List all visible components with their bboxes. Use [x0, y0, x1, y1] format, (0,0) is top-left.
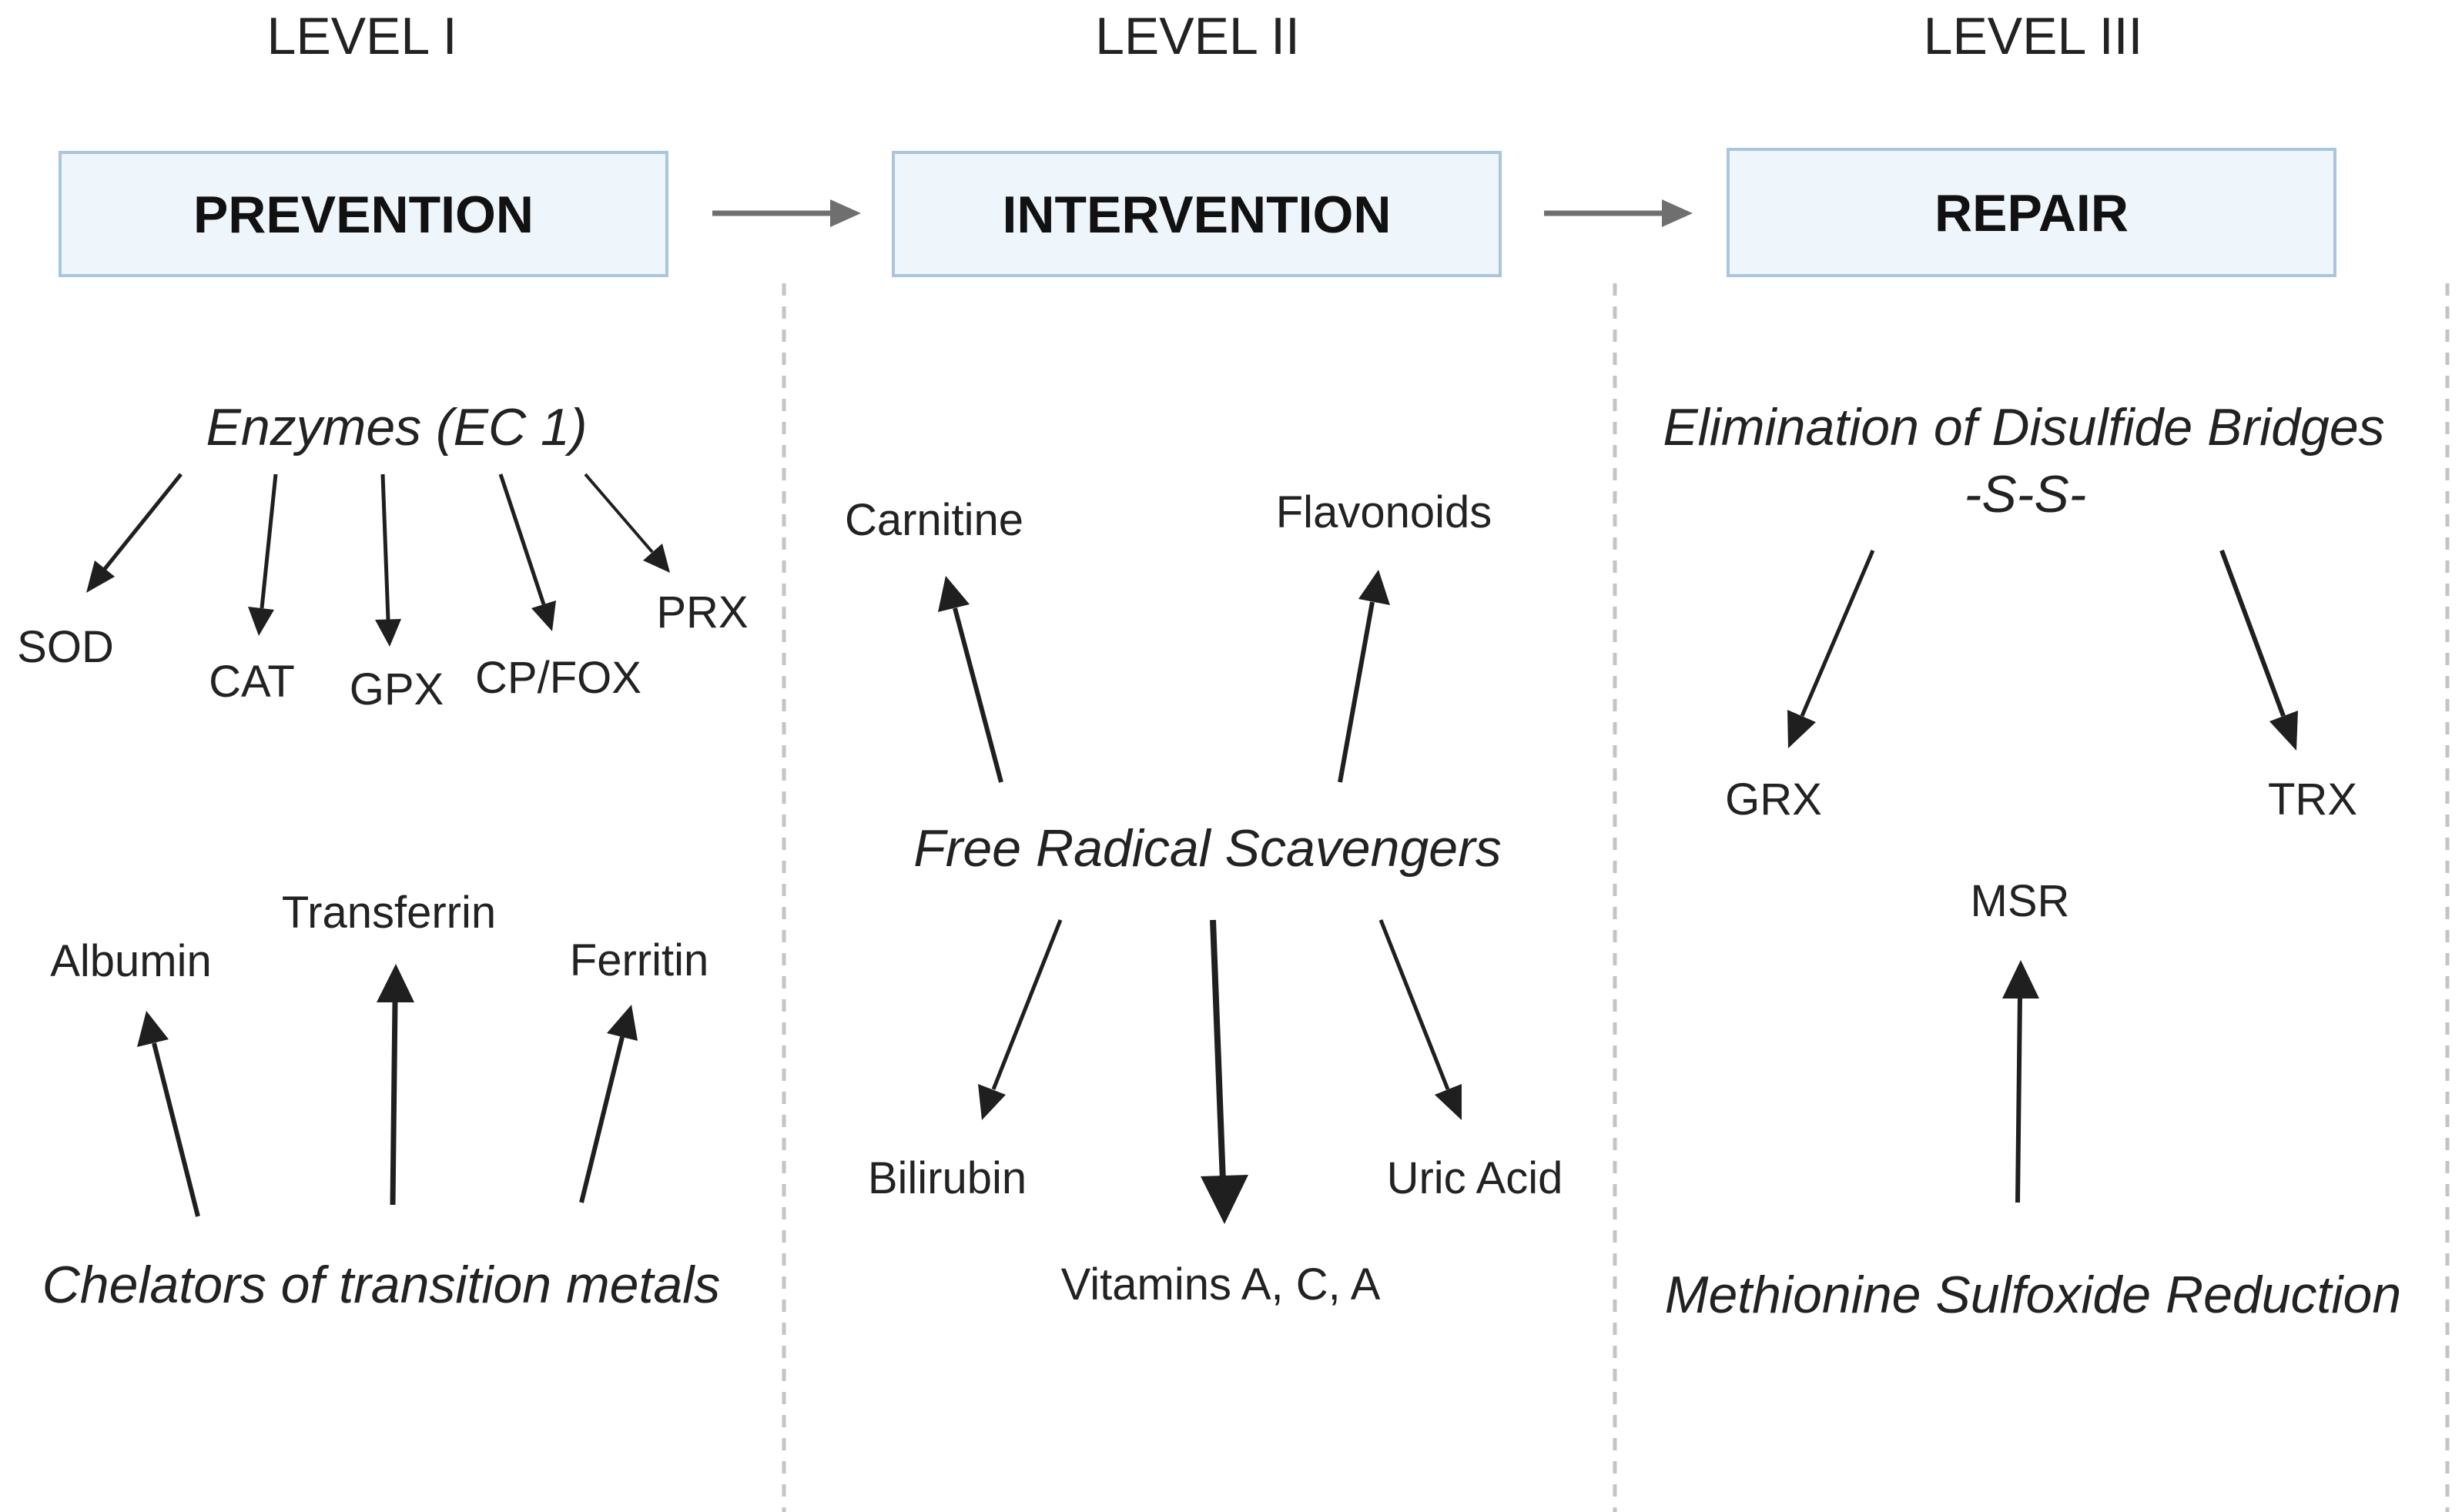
arrow-enzymes-to-sod — [86, 473, 183, 593]
repair-trx: TRX — [2268, 774, 2357, 825]
chelator-ferritin: Ferritin — [570, 935, 708, 985]
disulfide-subtitle: -S-S- — [1965, 465, 2087, 524]
scavenger-carnitine: Carnitine — [845, 495, 1023, 545]
arrow-enzymes-to-prx — [584, 473, 670, 573]
intervention-box-label: INTERVENTION — [1002, 186, 1391, 244]
repair-grx: GRX — [1725, 774, 1822, 825]
arrow-scavengers-to-bilirubin — [978, 919, 1063, 1120]
prevention-box-label: PREVENTION — [193, 186, 534, 244]
enzyme-gpx: GPX — [350, 664, 444, 714]
scavenger-flavonoids: Flavonoids — [1276, 487, 1492, 537]
level-1-label: LEVEL I — [267, 7, 457, 65]
arrow-scavengers-to-flavonoids — [1338, 570, 1390, 783]
intervention-box — [892, 151, 1502, 277]
scavenger-bilirubin: Bilirubin — [868, 1153, 1027, 1203]
enzyme-cat: CAT — [209, 657, 295, 707]
arrow-scavengers-to-carnitine — [938, 576, 1003, 783]
scavengers-title: Free Radical Scavengers — [913, 819, 1501, 878]
arrow-disulfide-to-grx — [1787, 550, 1875, 748]
disulfide-title: Elimination of Disulfide Bridges — [1663, 398, 2384, 457]
prevention-box — [59, 151, 668, 277]
chelator-transferrin: Transferrin — [282, 888, 496, 938]
chelator-albumin: Albumin — [50, 936, 212, 986]
flow-arrow-1 — [712, 199, 861, 227]
arrow-enzymes-to-cpfox — [498, 473, 556, 631]
repair-msr: MSR — [1971, 876, 2070, 926]
enzyme-cpfox: CP/FOX — [475, 653, 641, 703]
methionine-title: Methionine Sulfoxide Reduction — [1665, 1266, 2401, 1324]
arrow-chelators-to-albumin — [137, 1011, 200, 1217]
level-3-label: LEVEL III — [1924, 7, 2143, 65]
enzyme-prx: PRX — [656, 587, 748, 637]
arrow-chelators-to-transferrin — [377, 964, 414, 1206]
enzymes-title: Enzymes (EC 1) — [206, 398, 588, 457]
arrow-disulfide-to-trx — [2219, 549, 2298, 751]
flow-arrow-2 — [1544, 199, 1693, 227]
arrow-methionine-to-msr — [2002, 960, 2039, 1203]
arrow-chelators-to-ferritin — [579, 1005, 638, 1203]
repair-box — [1727, 148, 2336, 277]
scavenger-uric-acid: Uric Acid — [1387, 1153, 1563, 1203]
enzyme-sod: SOD — [17, 622, 114, 672]
level-2-label: LEVEL II — [1095, 7, 1300, 65]
arrow-scavengers-to-uric-acid — [1378, 919, 1462, 1120]
arrow-enzymes-to-gpx — [375, 473, 401, 647]
repair-box-label: REPAIR — [1934, 184, 2129, 243]
arrow-scavengers-to-vitamins — [1201, 919, 1248, 1224]
arrow-enzymes-to-cat — [248, 473, 278, 636]
scavenger-vitamins: Vitamins A, C, A — [1061, 1259, 1381, 1310]
chelators-title: Chelators of transition metals — [42, 1256, 721, 1314]
